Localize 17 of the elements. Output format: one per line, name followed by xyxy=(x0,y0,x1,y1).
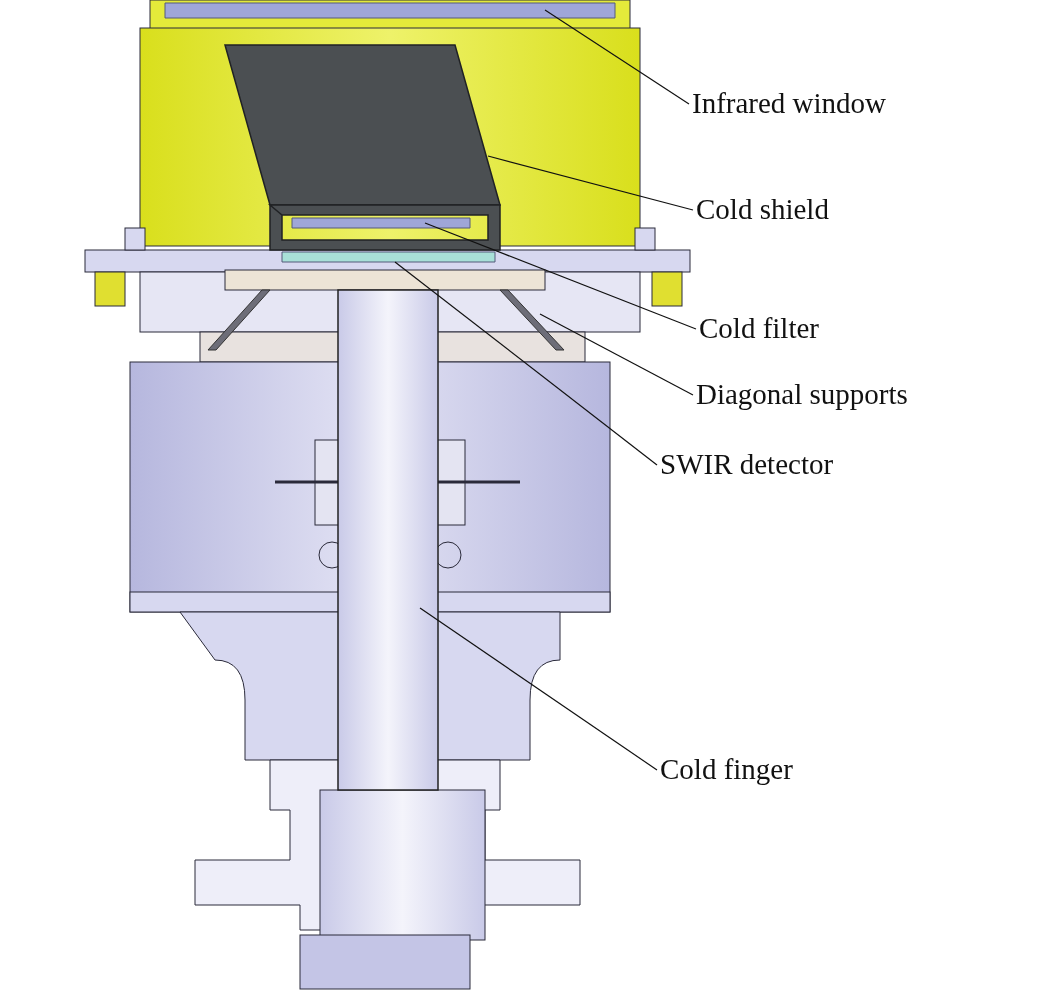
shield-part xyxy=(224,44,501,251)
leader-line xyxy=(544,9,690,105)
leader-line xyxy=(394,261,658,466)
leader-line xyxy=(424,222,697,330)
leader-line xyxy=(487,155,694,211)
strut-pair xyxy=(207,289,565,351)
part-label: Diagonal supports xyxy=(696,379,908,411)
part-label: SWIR detector xyxy=(660,449,834,481)
finger-part xyxy=(337,289,439,791)
window-part xyxy=(164,2,616,19)
part-label: Cold finger xyxy=(660,754,793,786)
detector-part xyxy=(281,251,496,263)
part-label: Infrared window xyxy=(692,88,887,120)
filter-part xyxy=(291,217,471,229)
part-label: Cold filter xyxy=(699,313,819,345)
part-label: Cold shield xyxy=(696,194,829,226)
leader-line xyxy=(539,313,694,396)
